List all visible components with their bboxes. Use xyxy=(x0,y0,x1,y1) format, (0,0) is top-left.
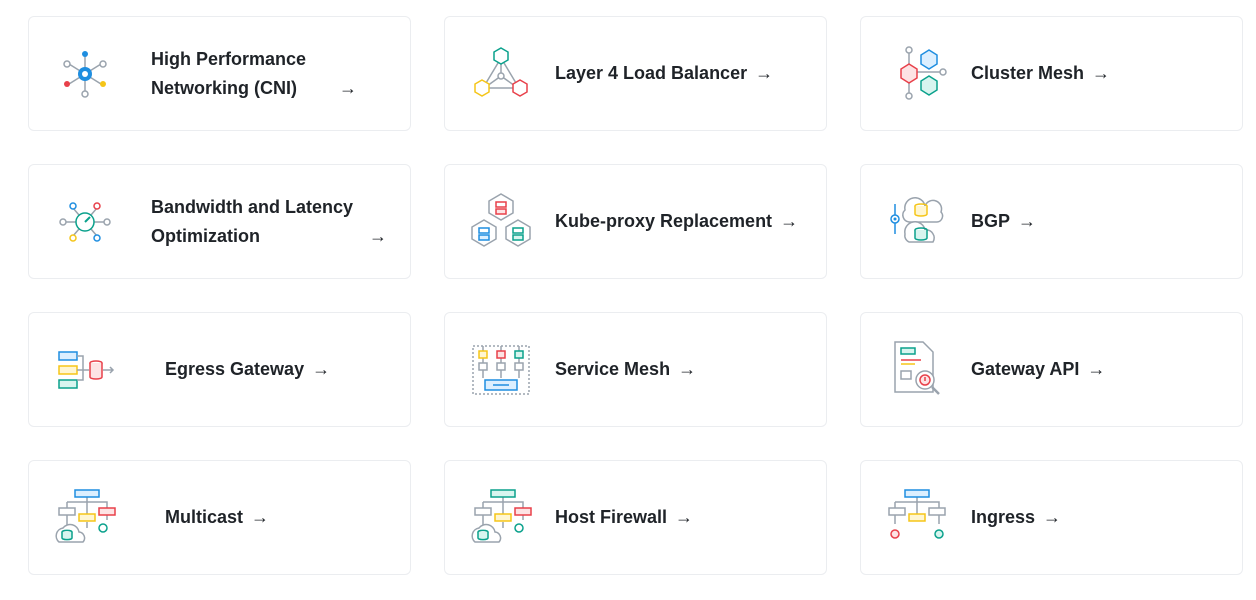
card-title: Egress Gateway → xyxy=(151,355,330,384)
card-host-firewall[interactable]: Host Firewall → xyxy=(444,460,827,575)
card-service-mesh[interactable]: Service Mesh → xyxy=(444,312,827,427)
card-title: High Performance Networking (CNI) → xyxy=(151,45,357,103)
arrow-right-icon: → xyxy=(1092,63,1111,83)
arrow-right-icon: → xyxy=(678,359,697,379)
bgp-icon xyxy=(885,190,949,254)
card-title: Multicast → xyxy=(151,503,269,532)
card-label: Multicast xyxy=(165,507,244,527)
card-label: High Performance Networking (CNI) xyxy=(151,48,307,98)
card-title: Gateway API → xyxy=(971,355,1105,384)
card-title: Ingress → xyxy=(971,503,1061,532)
load-balancer-icon xyxy=(469,42,533,106)
arrow-right-icon: → xyxy=(1018,211,1037,231)
kube-proxy-icon xyxy=(469,190,533,254)
card-title: Cluster Mesh → xyxy=(971,59,1110,88)
card-egress-gateway[interactable]: Egress Gateway → xyxy=(28,312,411,427)
bandwidth-gauge-icon xyxy=(53,190,117,254)
multicast-icon xyxy=(53,486,117,550)
arrow-right-icon: → xyxy=(369,225,387,246)
card-label: Host Firewall xyxy=(555,507,668,527)
host-firewall-icon xyxy=(469,486,533,550)
feature-grid: High Performance Networking (CNI) → Layer… xyxy=(28,16,1243,575)
card-bandwidth-latency[interactable]: Bandwidth and Latency Optimization → xyxy=(28,164,411,279)
card-label: BGP xyxy=(971,211,1011,231)
arrow-right-icon: → xyxy=(1043,507,1062,527)
card-gateway-api[interactable]: Gateway API → xyxy=(860,312,1243,427)
arrow-right-icon: → xyxy=(780,211,799,231)
card-cluster-mesh[interactable]: Cluster Mesh → xyxy=(860,16,1243,131)
card-title: Kube-proxy Replacement → xyxy=(555,207,798,236)
card-title: Bandwidth and Latency Optimization → xyxy=(151,193,387,251)
arrow-right-icon: → xyxy=(251,507,270,527)
card-title: Layer 4 Load Balancer → xyxy=(555,59,773,88)
card-label: Bandwidth and Latency Optimization xyxy=(151,196,354,246)
card-ingress[interactable]: Ingress → xyxy=(860,460,1243,575)
egress-gateway-icon xyxy=(53,338,117,402)
network-cni-icon xyxy=(53,42,117,106)
card-label: Ingress xyxy=(971,507,1036,527)
card-title: BGP → xyxy=(971,207,1036,236)
card-high-performance-networking[interactable]: High Performance Networking (CNI) → xyxy=(28,16,411,131)
arrow-right-icon: → xyxy=(339,77,357,98)
card-label: Cluster Mesh xyxy=(971,63,1085,83)
card-layer4-load-balancer[interactable]: Layer 4 Load Balancer → xyxy=(444,16,827,131)
card-label: Egress Gateway xyxy=(165,359,305,379)
cluster-mesh-icon xyxy=(885,42,949,106)
service-mesh-icon xyxy=(469,338,533,402)
card-bgp[interactable]: BGP → xyxy=(860,164,1243,279)
arrow-right-icon: → xyxy=(675,507,694,527)
card-multicast[interactable]: Multicast → xyxy=(28,460,411,575)
card-label: Layer 4 Load Balancer xyxy=(555,63,748,83)
card-kube-proxy-replacement[interactable]: Kube-proxy Replacement → xyxy=(444,164,827,279)
arrow-right-icon: → xyxy=(312,359,331,379)
arrow-right-icon: → xyxy=(1087,359,1106,379)
gateway-api-icon xyxy=(885,338,949,402)
card-label: Gateway API xyxy=(971,359,1080,379)
card-title: Host Firewall → xyxy=(555,503,693,532)
card-label: Kube-proxy Replacement xyxy=(555,211,773,231)
card-label: Service Mesh xyxy=(555,359,671,379)
ingress-icon xyxy=(885,486,949,550)
arrow-right-icon: → xyxy=(755,63,774,83)
card-title: Service Mesh → xyxy=(555,355,696,384)
